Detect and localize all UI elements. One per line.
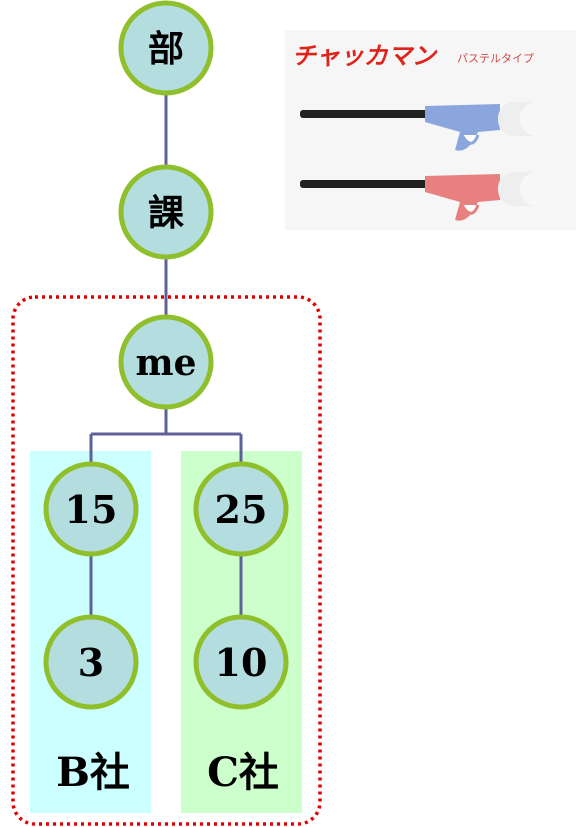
node-b-3-label: 3 [78, 640, 104, 685]
node-b-15-label: 15 [65, 487, 118, 532]
node-ka-label: 課 [148, 192, 184, 234]
node-c-25-label: 25 [215, 487, 268, 532]
brand-logo-text: チャッカマン [292, 42, 438, 70]
node-c-10: 10 [193, 614, 289, 710]
b-company-label: B社 [56, 749, 130, 796]
brand-subtitle: パステルタイプ [457, 52, 534, 65]
edges [89, 94, 243, 617]
node-bu: 部 [118, 0, 214, 96]
node-c-10-label: 10 [215, 640, 268, 685]
node-me: me [118, 314, 214, 410]
node-b-15: 15 [43, 461, 139, 557]
node-me-label: me [136, 342, 197, 384]
group-dashed-border [11, 295, 322, 826]
lighter-blue-icon [300, 102, 573, 151]
lighter-red-icon [300, 172, 573, 221]
node-bu-label: 部 [148, 28, 184, 70]
node-ka: 課 [118, 164, 214, 260]
product-image: チャッカマン パステルタイプ [285, 30, 576, 230]
node-c-25: 25 [193, 461, 289, 557]
c-company-label: C社 [207, 749, 279, 796]
node-b-3: 3 [43, 614, 139, 710]
